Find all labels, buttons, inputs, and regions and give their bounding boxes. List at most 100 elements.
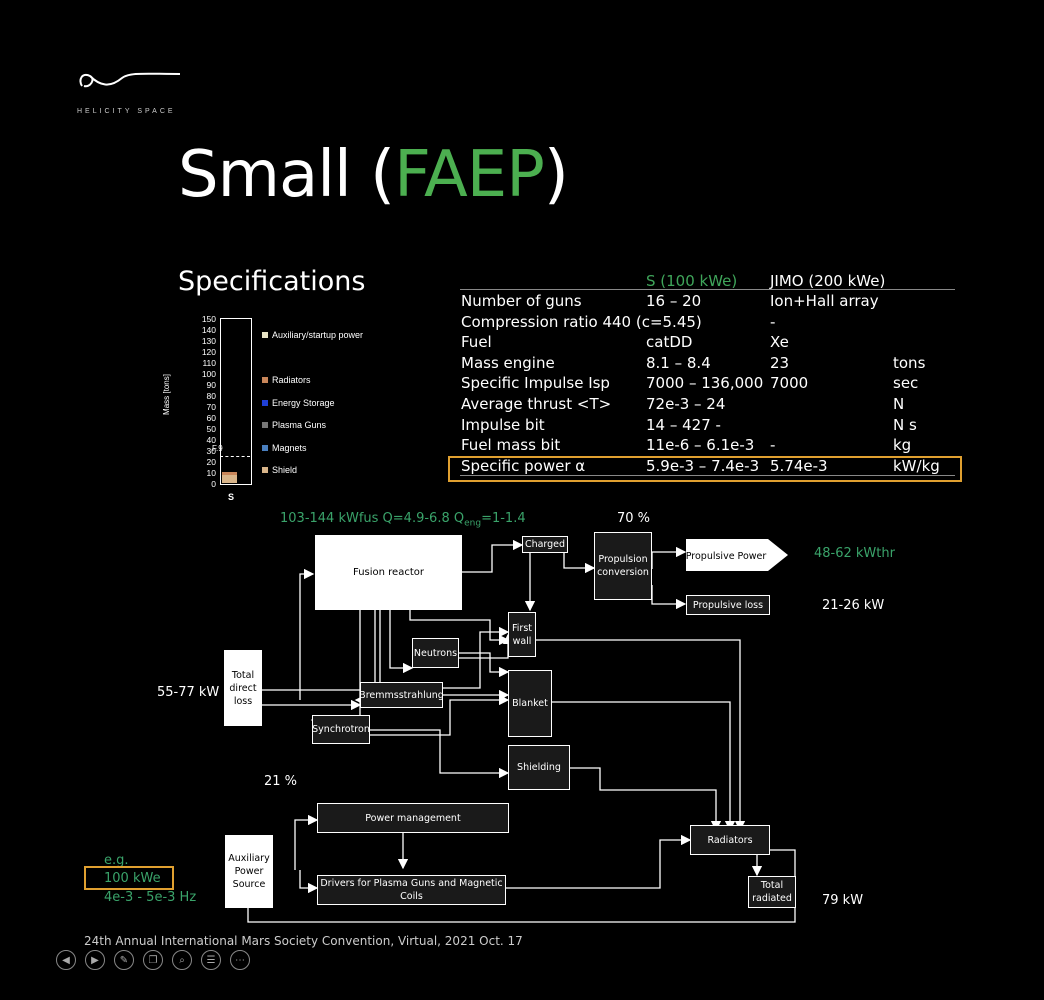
propulsion-conversion-box: Propulsion conversion <box>594 532 652 600</box>
drivers-box: Drivers for Plasma Guns and Magnetic Coi… <box>317 875 506 905</box>
auxiliary-power-box: Auxiliary Power Source <box>225 835 273 908</box>
spec-cell-s: 16 – 20 <box>646 292 702 310</box>
example-power-box <box>84 866 174 890</box>
legend-item: Radiators <box>262 375 311 385</box>
mass-tick: 30 <box>206 446 216 456</box>
col-s-header: S (100 kWe) <box>646 272 738 290</box>
specific-power-highlight <box>448 456 962 482</box>
spec-cell-u: sec <box>893 374 919 393</box>
next-slide-icon[interactable]: ▶ <box>85 950 105 970</box>
footer-text: 24th Annual International Mars Society C… <box>84 934 523 948</box>
spec-cell-j: 7000 <box>770 374 809 393</box>
mass-tick: 10 <box>206 468 216 478</box>
mass-tick: 100 <box>201 369 216 379</box>
propulsive-power-text: Propulsive Power <box>686 551 766 562</box>
spec-cell-j: 23 <box>770 353 790 372</box>
legend-swatch <box>262 377 268 383</box>
spec-cell-name: Specific Impulse Isp <box>461 374 610 393</box>
prev-slide-icon[interactable]: ◀ <box>56 950 76 970</box>
example-freq: 4e-3 - 5e-3 Hz <box>104 890 197 905</box>
radiated-kw: 79 kW <box>822 893 864 908</box>
legend-swatch <box>262 332 268 338</box>
legend-item: Shield <box>262 465 297 475</box>
total-loss-kw: 55-77 kW <box>157 685 220 700</box>
spec-cell-u: N s <box>893 415 917 434</box>
spec-cell-name: Specific power α <box>461 456 586 475</box>
mass-plot-area <box>220 318 252 485</box>
shielding-box: Shielding <box>508 745 570 790</box>
mass-bar-top <box>222 472 237 475</box>
spec-cell-s: 8.1 – 8.4 <box>646 353 711 372</box>
legend-item: Magnets <box>262 443 307 453</box>
propulsive-loss-box: Propulsive loss <box>686 595 770 615</box>
spec-cell-j: - <box>770 312 776 331</box>
fusion-reactor-box: Fusion reactor <box>315 535 462 610</box>
fusion-power-text: 103-144 kWfus Q=4.9-6.8 Q <box>280 511 465 526</box>
legend-swatch <box>262 400 268 406</box>
legend-label: Energy Storage <box>272 398 335 408</box>
legend-swatch <box>262 445 268 451</box>
spec-cell-u: kg <box>893 436 912 455</box>
spec-cell-s: catDD <box>646 333 693 352</box>
legend-label: Shield <box>272 465 298 475</box>
mass-bar <box>222 472 237 483</box>
bremsstrahlung-box: Bremmsstrahlung <box>359 682 444 708</box>
pen-icon[interactable]: ✎ <box>114 950 134 970</box>
legend-label: Plasma Guns <box>272 420 327 430</box>
mass-tick: 90 <box>206 380 216 390</box>
fusion-power-label: 103-144 kWfus Q=4.9-6.8 Qeng=1-1.4 <box>280 511 526 529</box>
blanket-box: Blanket <box>508 670 552 737</box>
mass-xlabel: S <box>228 492 235 502</box>
legend-label: Magnets <box>272 443 307 453</box>
spec-cell-j: Ion+Hall array <box>770 292 879 310</box>
spec-cell-j: Xe <box>770 333 789 352</box>
title-accent: FAEP <box>394 138 545 212</box>
slide-title: Small (FAEP) <box>178 138 569 212</box>
spec-heading: Specifications <box>178 266 366 297</box>
mass-tick: 60 <box>206 413 216 423</box>
spec-cell-j: 5.74e-3 <box>770 456 828 475</box>
spec-cell-s: 7000 – 136,000 <box>646 374 764 393</box>
radiators-box: Radiators <box>690 825 770 855</box>
subtitles-icon[interactable]: ☰ <box>201 950 221 970</box>
helicity-logo-icon <box>79 72 181 88</box>
mass-tick: 140 <box>201 325 216 335</box>
spec-cell-name: Average thrust <T> <box>461 395 612 413</box>
slides-icon[interactable]: ❐ <box>143 950 163 970</box>
title-open: ( <box>370 138 395 212</box>
legend-swatch <box>262 467 268 473</box>
pct-21: 21 % <box>264 774 298 789</box>
title-main: Small <box>178 138 352 212</box>
zoom-icon[interactable]: ⌕ <box>172 950 192 970</box>
more-icon[interactable]: ⋯ <box>230 950 250 970</box>
mass-tick: 110 <box>202 358 216 368</box>
neutrons-box: Neutrons <box>412 638 459 668</box>
spec-cell-name: Impulse bit <box>461 415 545 434</box>
legend-label: Auxiliary/startup power <box>272 330 364 340</box>
propulsive-loss-kw: 21-26 kW <box>822 598 885 613</box>
spec-cell-s: 72e-3 – 24 <box>646 395 726 413</box>
mass-tick: 50 <box>206 424 216 434</box>
spec-cell-name: Fuel <box>461 333 492 352</box>
mass-tick: 120 <box>201 347 216 357</box>
legend-item: Plasma Guns <box>262 420 326 430</box>
synchrotron-box: Synchrotron <box>312 715 370 744</box>
mass-tick: 80 <box>206 391 216 401</box>
col-jimo-header: JIMO (200 kWe) <box>770 272 886 290</box>
mass-tick: 0 <box>211 479 216 489</box>
mass-tick: 70 <box>206 402 216 412</box>
spec-cell-u: N <box>893 395 905 413</box>
header-rule <box>460 289 955 290</box>
legend-swatch <box>262 422 268 428</box>
mass-marker: F.9 <box>212 444 223 453</box>
spec-cell-s: 11e-6 – 6.1e-3 <box>646 436 755 455</box>
propulsive-power-box: Propulsive Power <box>686 539 788 571</box>
first-wall-box: First wall <box>508 612 536 657</box>
mass-tick: 150 <box>201 314 216 324</box>
legend-item: Auxiliary/startup power <box>262 330 363 340</box>
mass-tick: 130 <box>201 336 216 346</box>
mass-tick: 20 <box>206 457 216 467</box>
total-direct-loss-box: Total direct loss <box>224 650 262 726</box>
spec-cell-name: Compression ratio 440 (c=5.45) <box>461 312 702 331</box>
